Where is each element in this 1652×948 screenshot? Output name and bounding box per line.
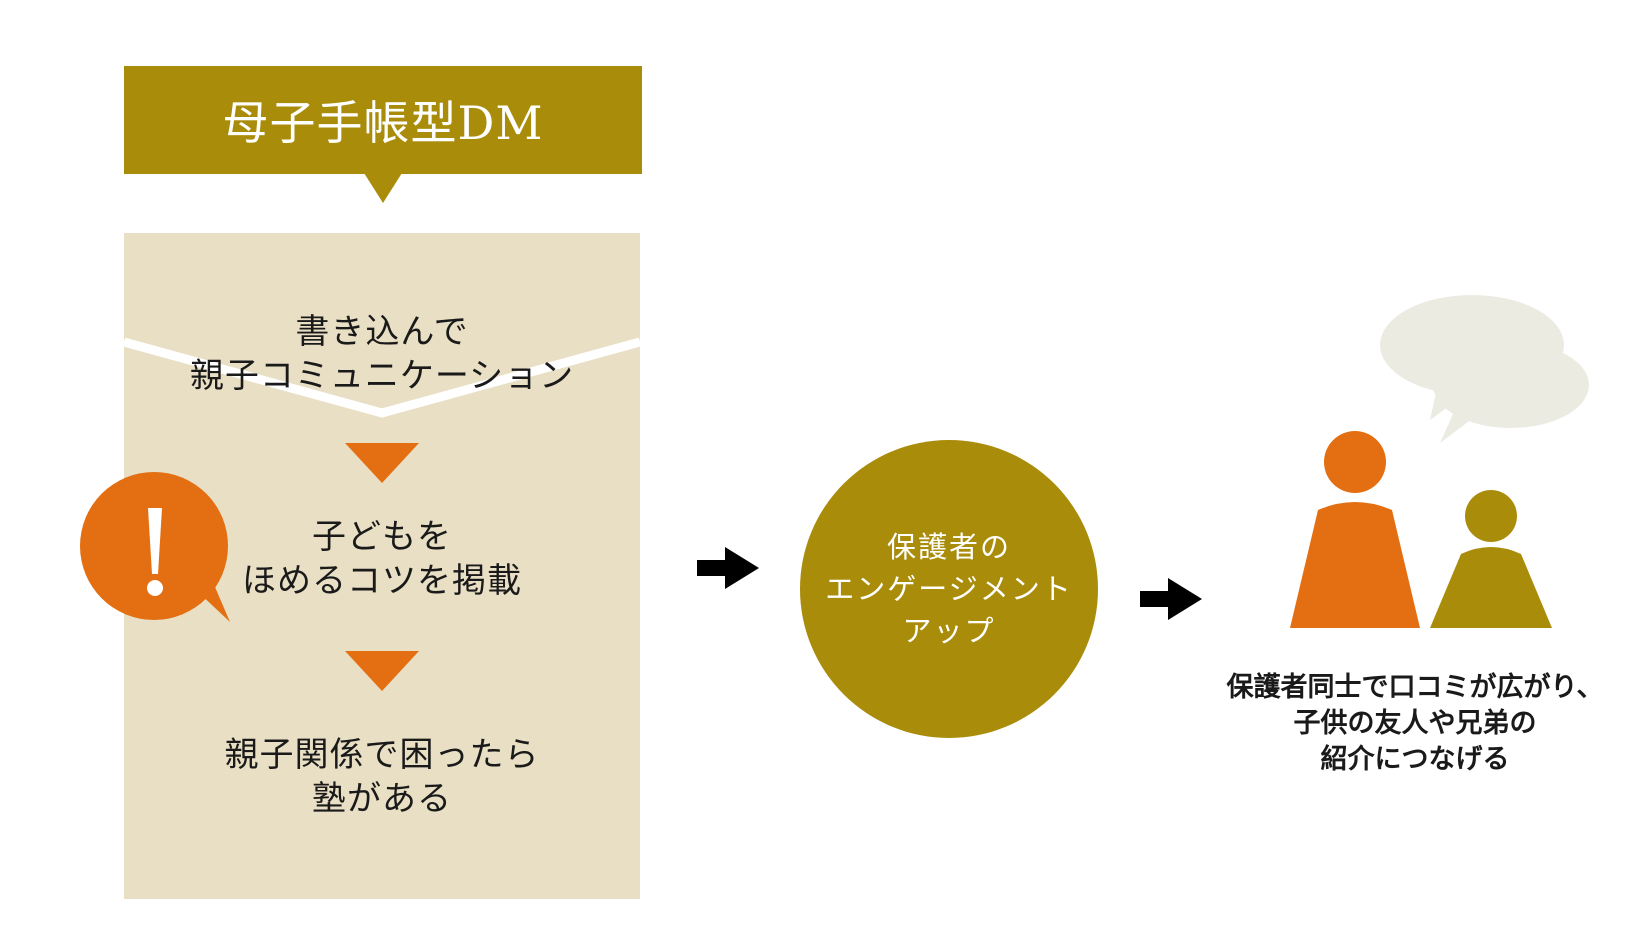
circle-line-3: アップ: [902, 614, 996, 648]
step-2-line-2: ほめるコツを掲載: [242, 561, 522, 601]
caption-line-2: 子供の友人や兄弟の: [1293, 708, 1537, 739]
banner-pointer-icon: [364, 173, 402, 203]
chevron-divider: [124, 337, 640, 418]
down-triangle-icon: [345, 443, 419, 483]
result-caption: 保護者同士で口コミが広がり、 子供の友人や兄弟の 紹介につなげる: [1185, 670, 1645, 778]
header-title: 母子手帳型DM: [222, 96, 544, 150]
step-2-line-1: 子どもを: [312, 517, 452, 557]
speech-bubbles-icon: [1380, 295, 1589, 443]
header-banner: 母子手帳型DM: [124, 66, 642, 174]
circle-line-1: 保護者の: [886, 530, 1011, 564]
circle-line-2: エンゲージメント: [825, 572, 1073, 606]
caption-line-3: 紹介につなげる: [1320, 744, 1510, 775]
step-3-text: 親子関係で困ったら 塾がある: [124, 733, 640, 821]
step-1-text: 書き込んで 親子コミュニケーション: [124, 310, 640, 398]
step-3-line-1: 親子関係で困ったら: [224, 735, 540, 775]
right-arrow-icon: [1140, 578, 1202, 620]
step-3-line-2: 塾がある: [312, 779, 452, 819]
step-1-line-1: 書き込んで: [295, 312, 469, 352]
down-triangle-icon: [345, 651, 419, 691]
right-arrow-icon: [697, 547, 759, 589]
engagement-circle: 保護者の エンゲージメント アップ: [800, 440, 1098, 738]
step-1-line-2: 親子コミュニケーション: [189, 356, 575, 396]
caption-line-1: 保護者同士で口コミが広がり、: [1226, 672, 1604, 703]
exclamation-speech-bubble-icon: [80, 472, 230, 622]
step-2-text: 子どもを ほめるコツを掲載: [124, 515, 640, 603]
parent-and-child-icon: [1290, 431, 1552, 628]
